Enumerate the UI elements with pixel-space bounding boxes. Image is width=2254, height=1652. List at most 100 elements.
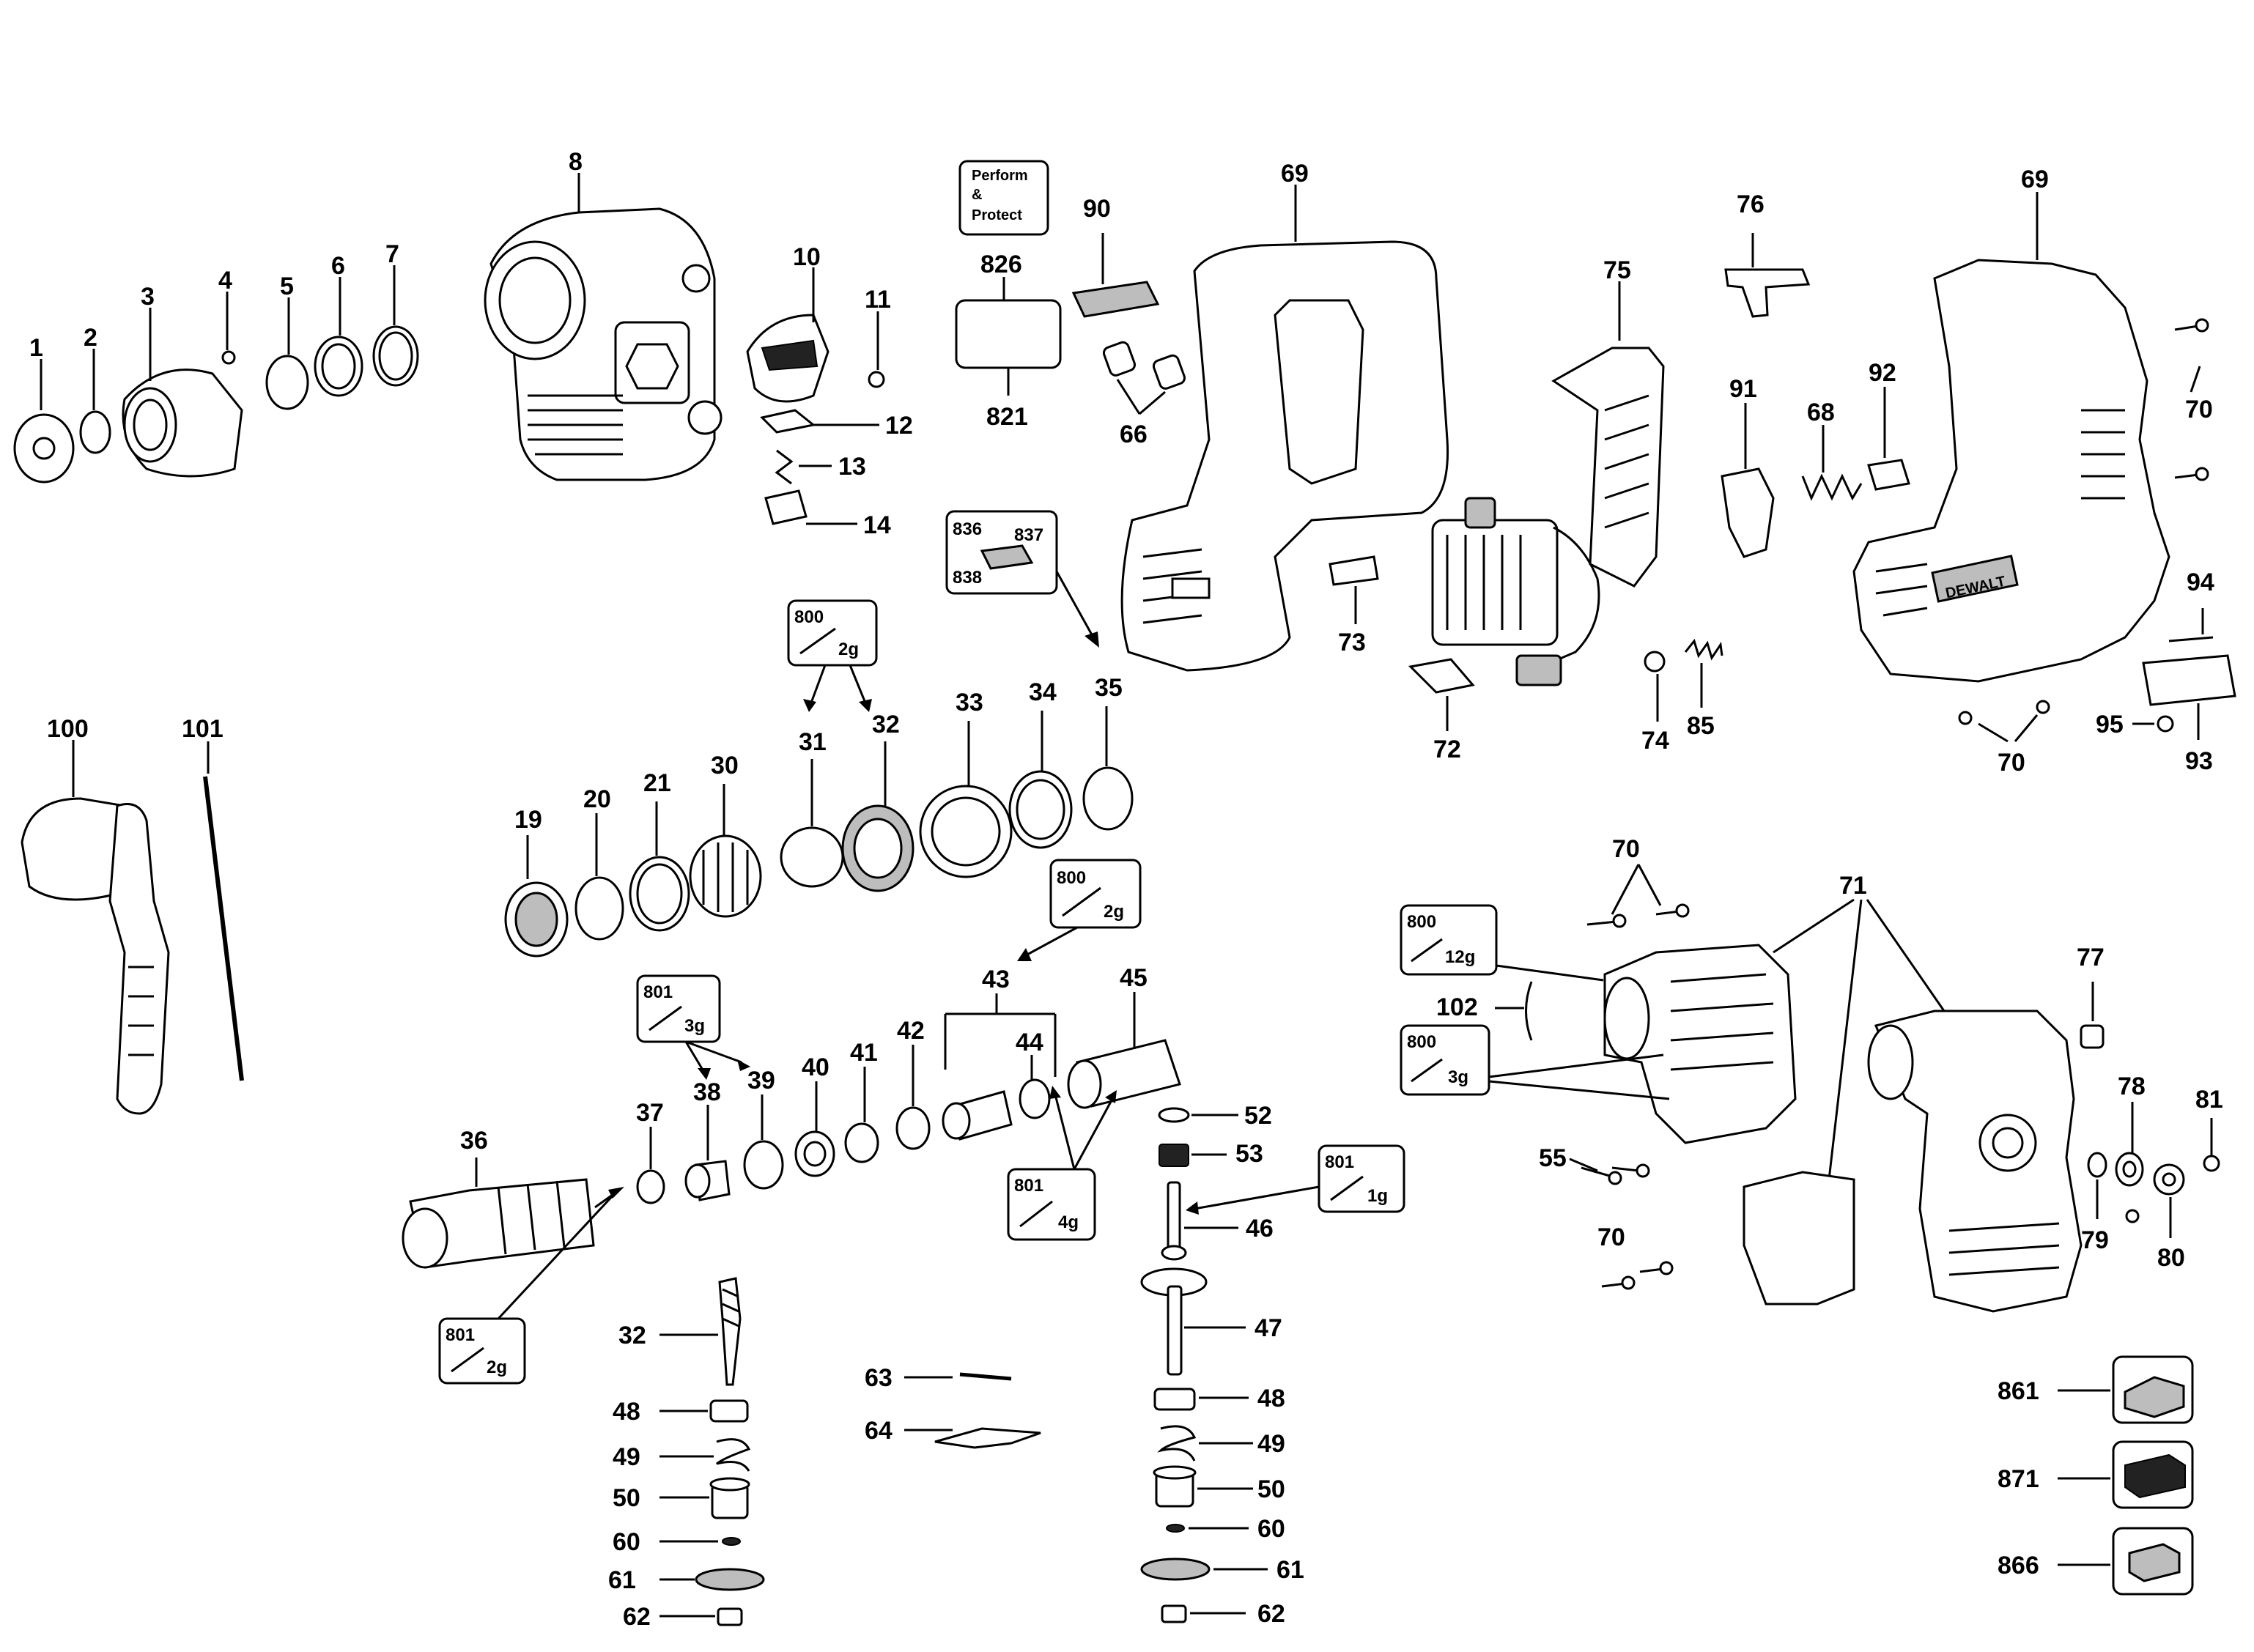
right-gear-stack: [1140, 1388, 1211, 1623]
callout-55: 55: [1539, 1144, 1567, 1172]
callout-40: 40: [802, 1053, 829, 1081]
callout-74: 74: [1641, 727, 1669, 755]
housing-half-right: DEWALT: [1852, 259, 2170, 683]
callout-13: 13: [838, 453, 866, 481]
screws-70-bottom: [1958, 700, 2050, 743]
callout-34: 34: [1029, 678, 1057, 706]
screw-small: [2125, 1209, 2140, 1223]
callout-61b: 61: [1276, 1556, 1304, 1584]
callout-78: 78: [2118, 1073, 2146, 1100]
callout-69a: 69: [1281, 160, 1309, 188]
callout-66: 66: [1120, 421, 1148, 448]
accessory-861: [2112, 1355, 2194, 1424]
gear-case-left: [1525, 944, 1797, 1144]
callout-12: 12: [885, 412, 913, 440]
callout-48b: 48: [1257, 1385, 1285, 1412]
callout-50b: 50: [1257, 1475, 1285, 1503]
hammer-mechanism-row: [402, 1039, 1181, 1269]
left-gear-stack: [695, 1277, 765, 1626]
svg-text:&: &: [972, 187, 982, 203]
svg-text:1g: 1g: [1367, 1186, 1388, 1206]
callout-49b: 49: [1257, 1430, 1285, 1458]
callout-60a: 60: [613, 1528, 640, 1556]
callout-19: 19: [514, 806, 542, 834]
battery-866: [2112, 1527, 2194, 1596]
callout-826: 826: [980, 251, 1022, 278]
callout-2: 2: [84, 324, 97, 352]
callout-38: 38: [693, 1078, 721, 1106]
svg-text:801: 801: [446, 1325, 475, 1345]
box-836: 836 837 838: [945, 510, 1058, 595]
callout-93: 93: [2185, 747, 2213, 775]
callout-60b: 60: [1257, 1515, 1285, 1543]
callout-32a: 32: [872, 711, 900, 738]
grease-box-5: 801 2g: [438, 1317, 526, 1385]
washer-79: [2087, 1152, 2107, 1178]
callout-31: 31: [799, 728, 827, 756]
grease-box-2: 800 2g: [1049, 859, 1142, 929]
svg-text:2g: 2g: [1104, 902, 1124, 922]
motor-assembly: [1408, 347, 1665, 694]
callout-70d: 70: [1597, 1223, 1625, 1251]
grease-box-3: 801 3g: [636, 974, 721, 1043]
callout-866: 866: [1998, 1552, 2039, 1579]
callout-7: 7: [385, 240, 399, 268]
callout-5: 5: [280, 273, 294, 300]
svg-text:2g: 2g: [487, 1357, 507, 1377]
callout-21: 21: [643, 769, 671, 797]
svg-text:838: 838: [953, 568, 982, 588]
part-74: [1644, 651, 1666, 673]
svg-text:800: 800: [1057, 868, 1086, 888]
callout-79: 79: [2081, 1226, 2109, 1254]
svg-text:837: 837: [1014, 525, 1043, 545]
callout-44: 44: [1016, 1029, 1043, 1056]
callout-61a: 61: [608, 1566, 636, 1594]
battery-871: [2112, 1440, 2194, 1509]
svg-text:3g: 3g: [684, 1016, 705, 1036]
brush-parts: [1071, 233, 1186, 415]
screws-70-lower: [1601, 1261, 1674, 1290]
part-93: [2142, 654, 2236, 706]
callout-11: 11: [865, 286, 891, 314]
svg-text:3g: 3g: [1448, 1067, 1468, 1087]
svg-text:801: 801: [1325, 1152, 1354, 1172]
svg-text:Protect: Protect: [972, 207, 1022, 223]
callout-69b: 69: [2021, 166, 2049, 193]
callout-70a: 70: [2185, 396, 2213, 423]
svg-text:836: 836: [953, 519, 982, 539]
callout-14: 14: [863, 511, 891, 539]
grease-box-4: 801 4g: [1007, 1168, 1096, 1241]
pin-63: [959, 1372, 1012, 1381]
callout-821: 821: [986, 403, 1028, 431]
callout-35: 35: [1095, 674, 1123, 702]
switch-parts: [1721, 459, 1910, 558]
label-821: [955, 299, 1062, 369]
callout-33: 33: [956, 689, 983, 716]
callout-70c: 70: [1612, 835, 1640, 863]
svg-text:800: 800: [1407, 1032, 1436, 1052]
callout-75: 75: [1603, 256, 1631, 284]
gear-housing: [484, 207, 723, 481]
callout-81: 81: [2195, 1086, 2223, 1114]
callout-91: 91: [1729, 375, 1757, 403]
screw-81: [2203, 1155, 2220, 1172]
svg-text:800: 800: [794, 607, 824, 627]
callout-76: 76: [1737, 190, 1765, 218]
part-73: [1329, 555, 1379, 586]
callout-47: 47: [1255, 1314, 1282, 1342]
grease-box-8: 800 3g: [1400, 1024, 1490, 1096]
svg-text:2g: 2g: [838, 640, 859, 659]
callout-94: 94: [2187, 568, 2214, 596]
svg-text:Perform: Perform: [972, 168, 1028, 184]
svg-text:801: 801: [1014, 1176, 1043, 1196]
svg-text:12g: 12g: [1445, 947, 1475, 967]
callout-53: 53: [1235, 1140, 1263, 1168]
spindle-parts-row: [504, 766, 1134, 958]
screws-70-gearcase: [1586, 903, 1690, 928]
callout-20: 20: [583, 785, 611, 813]
callout-36: 36: [460, 1127, 488, 1155]
callout-45: 45: [1120, 964, 1148, 992]
callout-64: 64: [865, 1417, 893, 1445]
callout-77: 77: [2077, 944, 2105, 971]
callout-48a: 48: [613, 1398, 640, 1426]
